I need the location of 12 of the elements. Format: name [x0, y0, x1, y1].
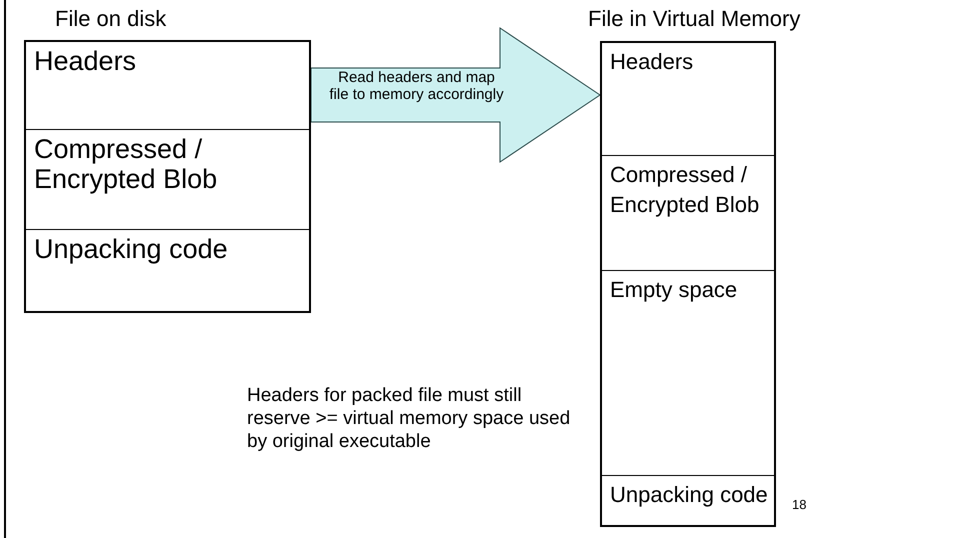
section-label: Empty space — [609, 276, 738, 304]
layout-heading: File on disk — [55, 6, 166, 32]
section-label: Compressed / Encrypted Blob — [609, 161, 760, 219]
section-label: Headers — [33, 45, 138, 76]
layout-heading: File in Virtual Memory — [588, 6, 800, 32]
section-label: Unpacking code — [609, 481, 769, 509]
page-number: 18 — [792, 497, 806, 512]
edge-label: Read headers and map file to memory accordingly — [329, 69, 504, 103]
section-label: Compressed / Encrypted Blob — [33, 133, 218, 194]
section-label: Headers — [609, 48, 694, 76]
note-text: Headers for packed file must still reserve >= virtual memory space used by original executable — [247, 384, 572, 453]
section-label: Unpacking code — [33, 233, 229, 264]
